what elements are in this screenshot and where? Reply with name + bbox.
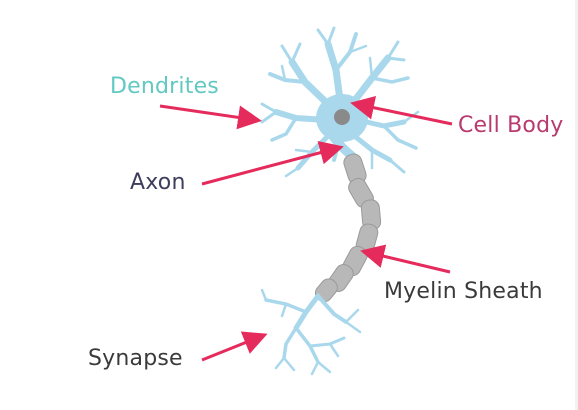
nucleus-shape [334, 109, 350, 125]
axon-arrow [201, 141, 344, 186]
axon-terminal-shape [260, 288, 362, 376]
myelin-sheath-arrow [360, 244, 451, 274]
axon-label: Axon [130, 170, 186, 195]
synapse-arrow [201, 331, 268, 362]
dendrites-shape [260, 26, 420, 178]
myelin-sheath-label: Myelin Sheath [384, 279, 543, 304]
synapse-label: Synapse [88, 346, 183, 371]
cell-body-label: Cell Body [458, 113, 564, 138]
dendrites-arrow [159, 104, 262, 130]
dendrites-label: Dendrites [110, 74, 219, 99]
myelin-sheath-shape [314, 153, 382, 303]
cell-body-arrow [350, 95, 453, 126]
